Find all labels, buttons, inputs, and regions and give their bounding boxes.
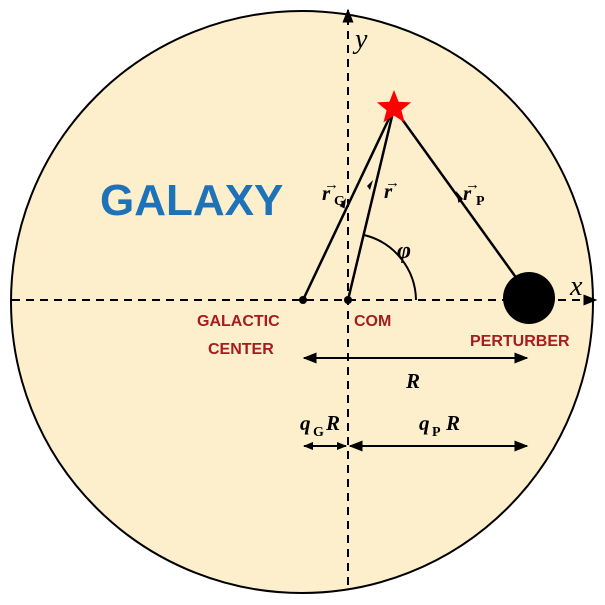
angle-phi-label: φ	[397, 238, 411, 264]
svg-text:→: →	[324, 177, 339, 193]
vector-r-label: → r	[384, 175, 400, 203]
distance-qP-R-label: q P R	[419, 411, 460, 440]
svg-text:P: P	[432, 425, 441, 440]
line-galactic-center-to-star	[301, 107, 396, 301]
svg-text:q: q	[419, 411, 430, 435]
com-label: COM	[354, 313, 391, 330]
svg-text:→: →	[465, 177, 480, 193]
angle-phi-arc	[363, 234, 417, 301]
line-com-to-star	[346, 107, 396, 301]
vector-r-g-label: → r G	[322, 177, 345, 209]
arrow-r-g	[339, 198, 346, 209]
distance-R-label: R	[405, 369, 420, 393]
star-icon	[376, 90, 412, 123]
galactic-center-dot	[299, 296, 307, 304]
svg-text:R: R	[325, 411, 340, 435]
svg-text:→: →	[385, 175, 400, 191]
galaxy-title: GALAXY	[100, 176, 283, 225]
perturber-label: PERTURBER	[470, 333, 570, 350]
svg-text:r: r	[384, 179, 393, 203]
arrow-r-p	[456, 191, 463, 203]
vector-r-p-label: → r P	[463, 177, 485, 209]
svg-text:G: G	[313, 425, 324, 440]
svg-text:r: r	[322, 181, 331, 205]
svg-text:P: P	[476, 194, 485, 209]
y-axis-label: y	[352, 24, 368, 55]
distance-qG-R-label: q G R	[300, 411, 340, 440]
galactic-center-label-line2: CENTER	[208, 341, 274, 358]
svg-text:q: q	[300, 411, 311, 435]
arrow-r	[367, 180, 373, 190]
svg-text:R: R	[445, 411, 460, 435]
perturber-body	[503, 272, 555, 324]
svg-text:r: r	[463, 181, 472, 205]
galactic-center-label-line1: GALACTIC	[197, 313, 280, 330]
com-dot	[344, 296, 352, 304]
svg-text:G: G	[334, 194, 345, 209]
x-axis-label: x	[569, 271, 583, 302]
